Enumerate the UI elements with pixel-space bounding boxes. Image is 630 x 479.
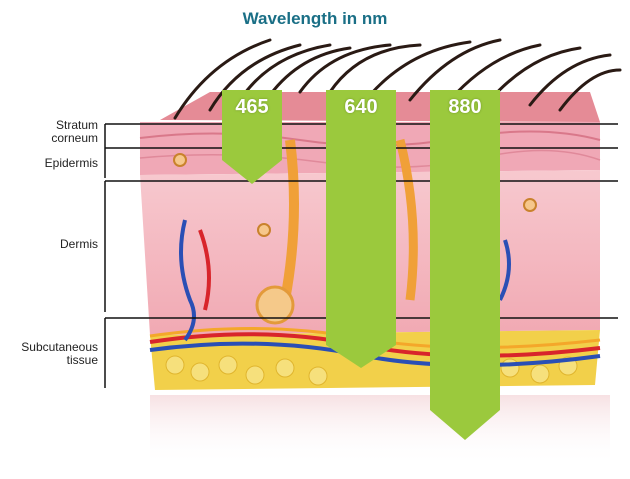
label-epidermis: Epidermis (0, 157, 98, 170)
arrow-640 (326, 90, 396, 368)
label-subcutaneous-tissue: Subcutaneous tissue (0, 341, 98, 367)
wavelength-880-label: 880 (434, 96, 496, 119)
skin-reflection (150, 395, 610, 465)
label-stratum-corneum: Stratum corneum (0, 119, 98, 145)
wavelength-465-label: 465 (221, 96, 283, 119)
label-dermis: Dermis (0, 238, 98, 251)
wavelength-640-label: 640 (330, 96, 392, 119)
arrow-880 (430, 90, 500, 440)
